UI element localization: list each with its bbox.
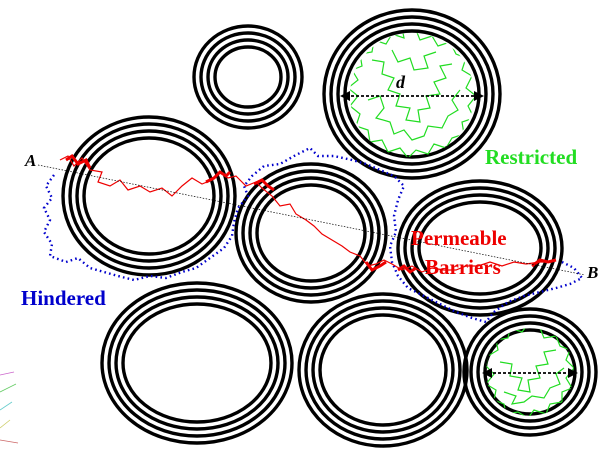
- axon-bottom-left: [102, 283, 292, 443]
- axon-top-small: [194, 26, 302, 128]
- label-diameter: d: [396, 72, 406, 92]
- label-point-b: B: [586, 263, 598, 282]
- diameter-arrow-bottom: [482, 368, 578, 378]
- axon-mid-left: [63, 117, 235, 275]
- label-barriers: Barriers: [425, 255, 501, 279]
- label-restricted: Restricted: [485, 145, 577, 169]
- axon-bottom-center: [299, 294, 467, 446]
- label-hindered: Hindered: [21, 286, 106, 310]
- label-permeable: Permeable: [411, 226, 507, 250]
- axon-bottom-right: [464, 309, 596, 435]
- diameter-arrow-top: [340, 91, 484, 101]
- line-a-b: [38, 165, 585, 275]
- label-point-a: A: [24, 151, 36, 170]
- stray-marks: [0, 372, 18, 443]
